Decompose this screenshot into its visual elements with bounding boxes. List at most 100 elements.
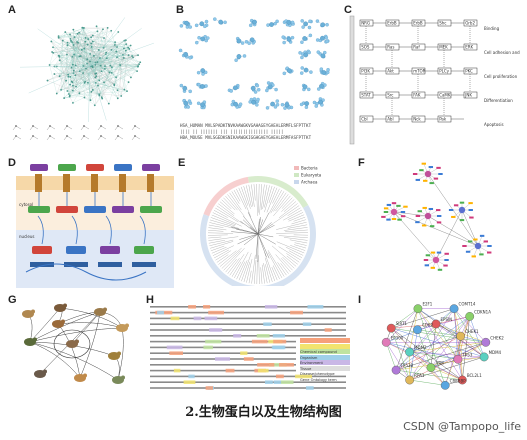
network-node bbox=[66, 41, 69, 44]
network-node bbox=[58, 55, 61, 58]
interaction-edge bbox=[430, 323, 437, 368]
phylo-tree-e: Bacteria Eukaryota Archaea bbox=[200, 166, 322, 286]
legend-bacteria: Bacteria bbox=[301, 166, 318, 171]
network-edge bbox=[49, 64, 57, 94]
entity-highlight bbox=[240, 351, 248, 355]
protein-label: CHEK2 bbox=[490, 335, 504, 340]
tree-branch bbox=[276, 232, 308, 234]
network-edge bbox=[72, 97, 85, 103]
network-node bbox=[106, 26, 109, 29]
tree-inner-branch bbox=[257, 233, 274, 238]
cluster-node bbox=[240, 41, 245, 45]
cluster-hub bbox=[303, 52, 309, 58]
cluster-node bbox=[308, 19, 312, 24]
animal-head-icon bbox=[103, 307, 107, 312]
animal-head-icon bbox=[61, 319, 65, 324]
protein-label: EP300 bbox=[391, 335, 404, 340]
food-web-g bbox=[22, 303, 129, 384]
tree-branch bbox=[215, 207, 239, 223]
component-edge bbox=[134, 125, 141, 130]
animal-head-icon bbox=[83, 373, 87, 378]
tree-inner-branch bbox=[257, 223, 274, 235]
hub-edge bbox=[393, 211, 429, 217]
label-nucleus: nucleus bbox=[19, 234, 34, 239]
protein-label: COMT14 bbox=[459, 302, 476, 307]
tree-branch bbox=[273, 192, 287, 212]
entity-highlight bbox=[264, 305, 278, 309]
network-node bbox=[57, 35, 60, 38]
nucleus-region bbox=[16, 230, 174, 288]
network-edge bbox=[51, 40, 63, 53]
interaction-edge bbox=[386, 342, 397, 371]
tree-branch bbox=[229, 254, 245, 276]
tendril-edge bbox=[89, 65, 107, 121]
food-web-arrow bbox=[57, 322, 123, 329]
cluster-node bbox=[275, 19, 279, 24]
tree-branch bbox=[283, 201, 297, 212]
text-line bbox=[150, 346, 296, 349]
network-node bbox=[78, 92, 81, 95]
network-node bbox=[72, 84, 74, 87]
network-node bbox=[50, 40, 53, 43]
ligand-box bbox=[86, 164, 104, 171]
protein-node bbox=[457, 375, 467, 385]
protein-node bbox=[449, 304, 459, 314]
leaf-node bbox=[391, 202, 397, 205]
network-node bbox=[103, 67, 106, 70]
network-edge bbox=[103, 64, 140, 83]
cluster-node bbox=[223, 20, 227, 25]
cluster-node bbox=[253, 90, 258, 94]
annotated-text-h bbox=[150, 305, 346, 390]
network-edge bbox=[71, 54, 75, 68]
tf-box bbox=[32, 246, 52, 254]
tree-branch bbox=[282, 257, 295, 269]
panel-g-label: G bbox=[8, 294, 17, 306]
tree-branch bbox=[209, 222, 240, 230]
tree-branch bbox=[286, 253, 300, 263]
network-node bbox=[52, 46, 54, 49]
tree-branch bbox=[262, 184, 268, 210]
entity-highlight bbox=[157, 310, 165, 315]
protein-node bbox=[426, 363, 436, 373]
cluster-hub bbox=[182, 85, 188, 91]
food-web-arrow bbox=[59, 307, 123, 329]
cluster-node bbox=[196, 101, 201, 106]
hub-node bbox=[474, 242, 482, 250]
network-node bbox=[69, 83, 71, 86]
network-node bbox=[123, 88, 126, 91]
network-node bbox=[91, 34, 94, 37]
network-edge bbox=[49, 52, 54, 66]
cluster-hub bbox=[200, 36, 206, 42]
cluster-node bbox=[314, 104, 319, 108]
tree-branch bbox=[270, 191, 285, 214]
component-edge bbox=[49, 125, 56, 130]
protein-label: E2F1 bbox=[422, 302, 432, 307]
tree-branch bbox=[280, 263, 289, 274]
cluster-node bbox=[255, 103, 259, 107]
cluster-hub bbox=[318, 99, 323, 105]
panel-c-label: C bbox=[344, 4, 352, 16]
leaf-node bbox=[433, 177, 439, 180]
cluster-node bbox=[299, 71, 304, 75]
tree-branch bbox=[276, 241, 305, 254]
network-node bbox=[131, 55, 134, 57]
leaf-node bbox=[436, 166, 441, 169]
pathway-node-label: PKC bbox=[465, 68, 473, 73]
cluster-node bbox=[203, 24, 207, 29]
cluster-node bbox=[301, 25, 305, 29]
cluster-hub bbox=[252, 19, 257, 25]
pathway-node-label: Pak bbox=[439, 116, 447, 121]
pathway-outcome-label: Cell adhesion and spreading bbox=[484, 50, 521, 55]
entity-highlight bbox=[243, 357, 254, 361]
tree-branch bbox=[208, 236, 239, 241]
interaction-edge bbox=[391, 327, 486, 343]
protein-network-i: EPSINCOMT14CDKN1ACHEK1CHEK2MDM4TP53BCL2L… bbox=[381, 302, 504, 390]
interaction-edge bbox=[391, 328, 446, 386]
cluster-node bbox=[316, 87, 321, 91]
network-edge bbox=[73, 37, 75, 46]
network-edge bbox=[67, 45, 91, 55]
leaf-node bbox=[436, 215, 442, 217]
tree-branch bbox=[227, 194, 245, 217]
cluster-hub bbox=[218, 19, 224, 25]
cluster-hub bbox=[200, 68, 206, 73]
